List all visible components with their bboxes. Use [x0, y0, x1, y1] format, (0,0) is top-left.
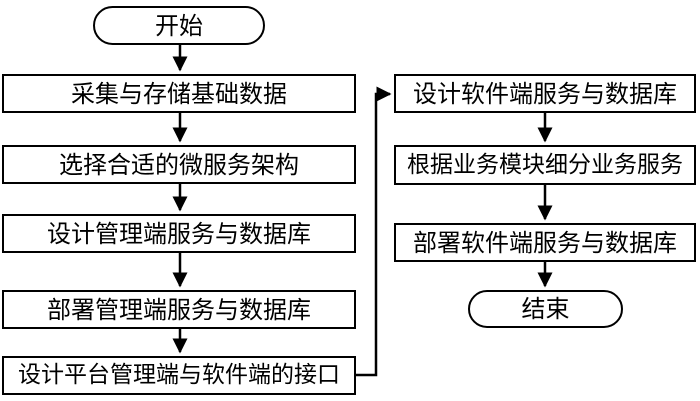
node-choose-microservice-architecture: 选择合适的微服务架构: [2, 145, 356, 184]
connector-L5-to-R1: [356, 86, 392, 377]
node-deploy-software-service-db: 部署软件端服务与数据库: [394, 223, 696, 262]
node-collect-store-base-data: 采集与存储基础数据: [2, 74, 356, 113]
node-design-admin-service-db: 设计管理端服务与数据库: [2, 214, 356, 253]
node-end: 结束: [468, 290, 623, 328]
node-start: 开始: [93, 6, 265, 45]
node-design-platform-software-interface: 设计平台管理端与软件端的接口: [2, 356, 356, 395]
node-design-software-service-db: 设计软件端服务与数据库: [394, 74, 696, 113]
node-split-business-services: 根据业务模块细分业务服务: [394, 145, 696, 185]
node-deploy-admin-service-db: 部署管理端服务与数据库: [2, 290, 356, 329]
